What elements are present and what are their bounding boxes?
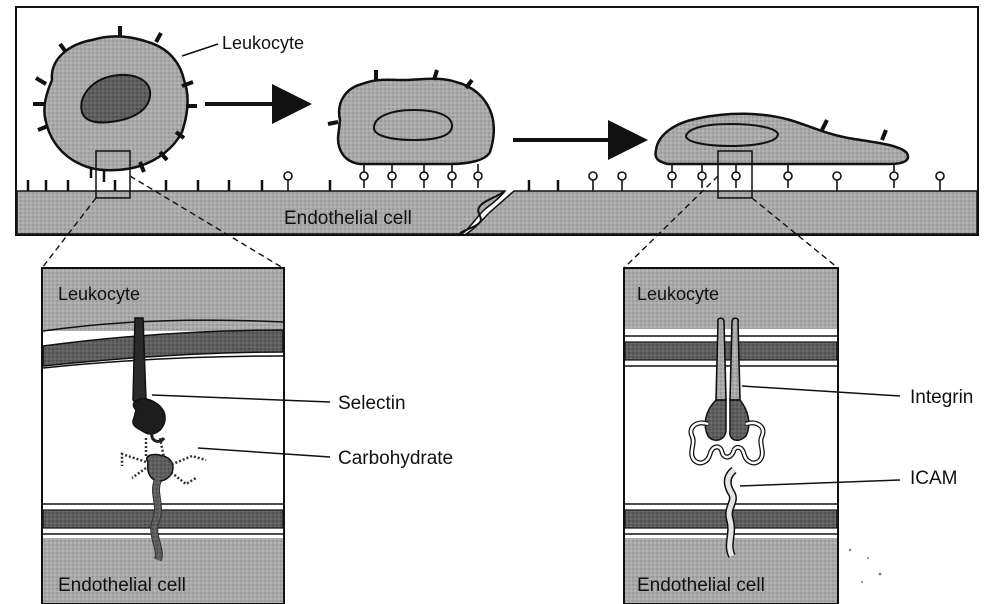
right-inset: Leukocyte Endothelial cell [624,268,900,604]
selectin-callout: Selectin [338,393,406,414]
left-inset-leukocyte-label: Leukocyte [58,284,140,304]
endothelium-left [17,191,505,234]
integrin-callout: Integrin [910,387,973,408]
leukocyte-label-top: Leukocyte [222,33,304,53]
scan-specks [849,549,882,583]
right-inset-leukocyte-label: Leukocyte [637,284,719,304]
carbohydrate-callout: Carbohydrate [338,448,453,469]
top-panel: Leukocyte [16,7,978,235]
left-inset: Leukocyte Endothelial cell [42,268,330,604]
right-inset-endothelial-label: Endothelial cell [637,575,765,596]
endothelial-label-top: Endothelial cell [284,208,412,229]
left-inset-endothelial-label: Endothelial cell [58,575,186,596]
icam-callout: ICAM [910,468,958,489]
